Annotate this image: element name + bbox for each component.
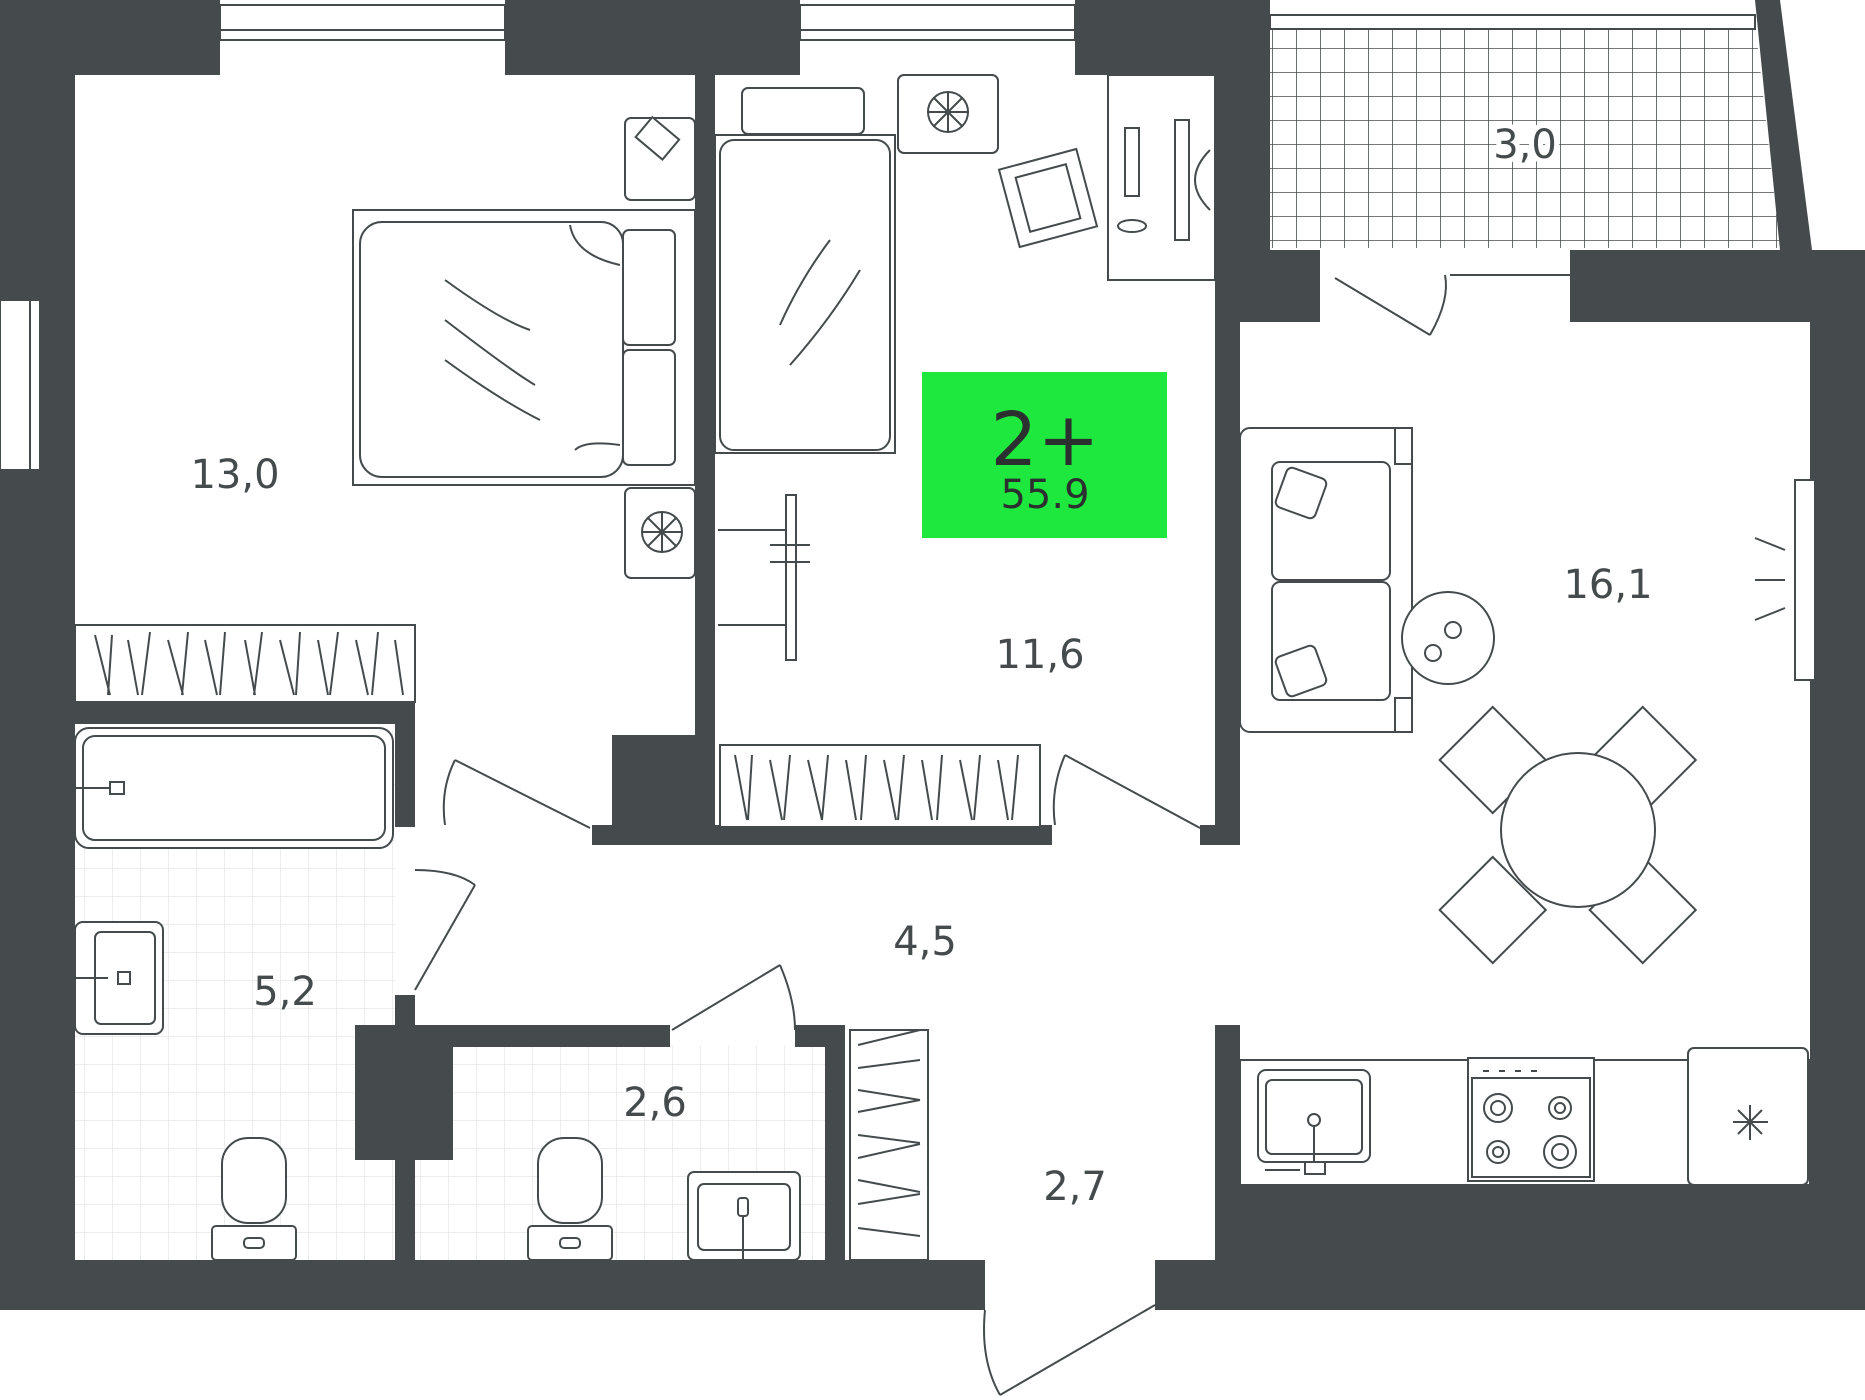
room-count: 2+ (990, 397, 1099, 483)
balcony-tiles (1270, 22, 1780, 248)
dining-table (1438, 705, 1698, 965)
single-bed (714, 87, 896, 454)
bathroom-sink (74, 921, 164, 1035)
sofa (1239, 427, 1495, 733)
total-area: 55.9 (1000, 472, 1089, 518)
toilet-room-fixtures (527, 1137, 801, 1261)
bathroom-area: 5,2 (253, 969, 317, 1015)
hallway-area: 2,7 (1043, 1164, 1107, 1210)
bathroom-toilet (211, 1137, 297, 1261)
living-kitchen-area: 16,1 (1563, 562, 1652, 608)
badge-background (922, 372, 1167, 538)
balcony-area: 3,0 (1493, 122, 1557, 168)
wardrobes (74, 624, 1041, 1261)
bathtub (74, 727, 394, 849)
doors (414, 274, 1570, 1396)
double-bed (352, 209, 696, 486)
desk-and-chair (897, 74, 1216, 281)
nightstands (624, 115, 696, 579)
room-labels: 13,0 11,6 16,1 3,0 5,2 4,5 2,6 2,7 (190, 117, 1652, 1210)
windows (0, 4, 1816, 681)
toilet-area: 2,6 (623, 1080, 687, 1126)
corridor-area: 4,5 (893, 919, 957, 965)
walls (0, 0, 1865, 1310)
wall-bars (718, 494, 810, 661)
bedroom-area: 13,0 (190, 452, 279, 498)
kitchen-counter (1239, 1047, 1811, 1186)
apartment-badge: 2+ 55.9 (922, 372, 1167, 538)
child-room-area: 11,6 (995, 632, 1084, 678)
tv-unit (1754, 537, 1786, 621)
